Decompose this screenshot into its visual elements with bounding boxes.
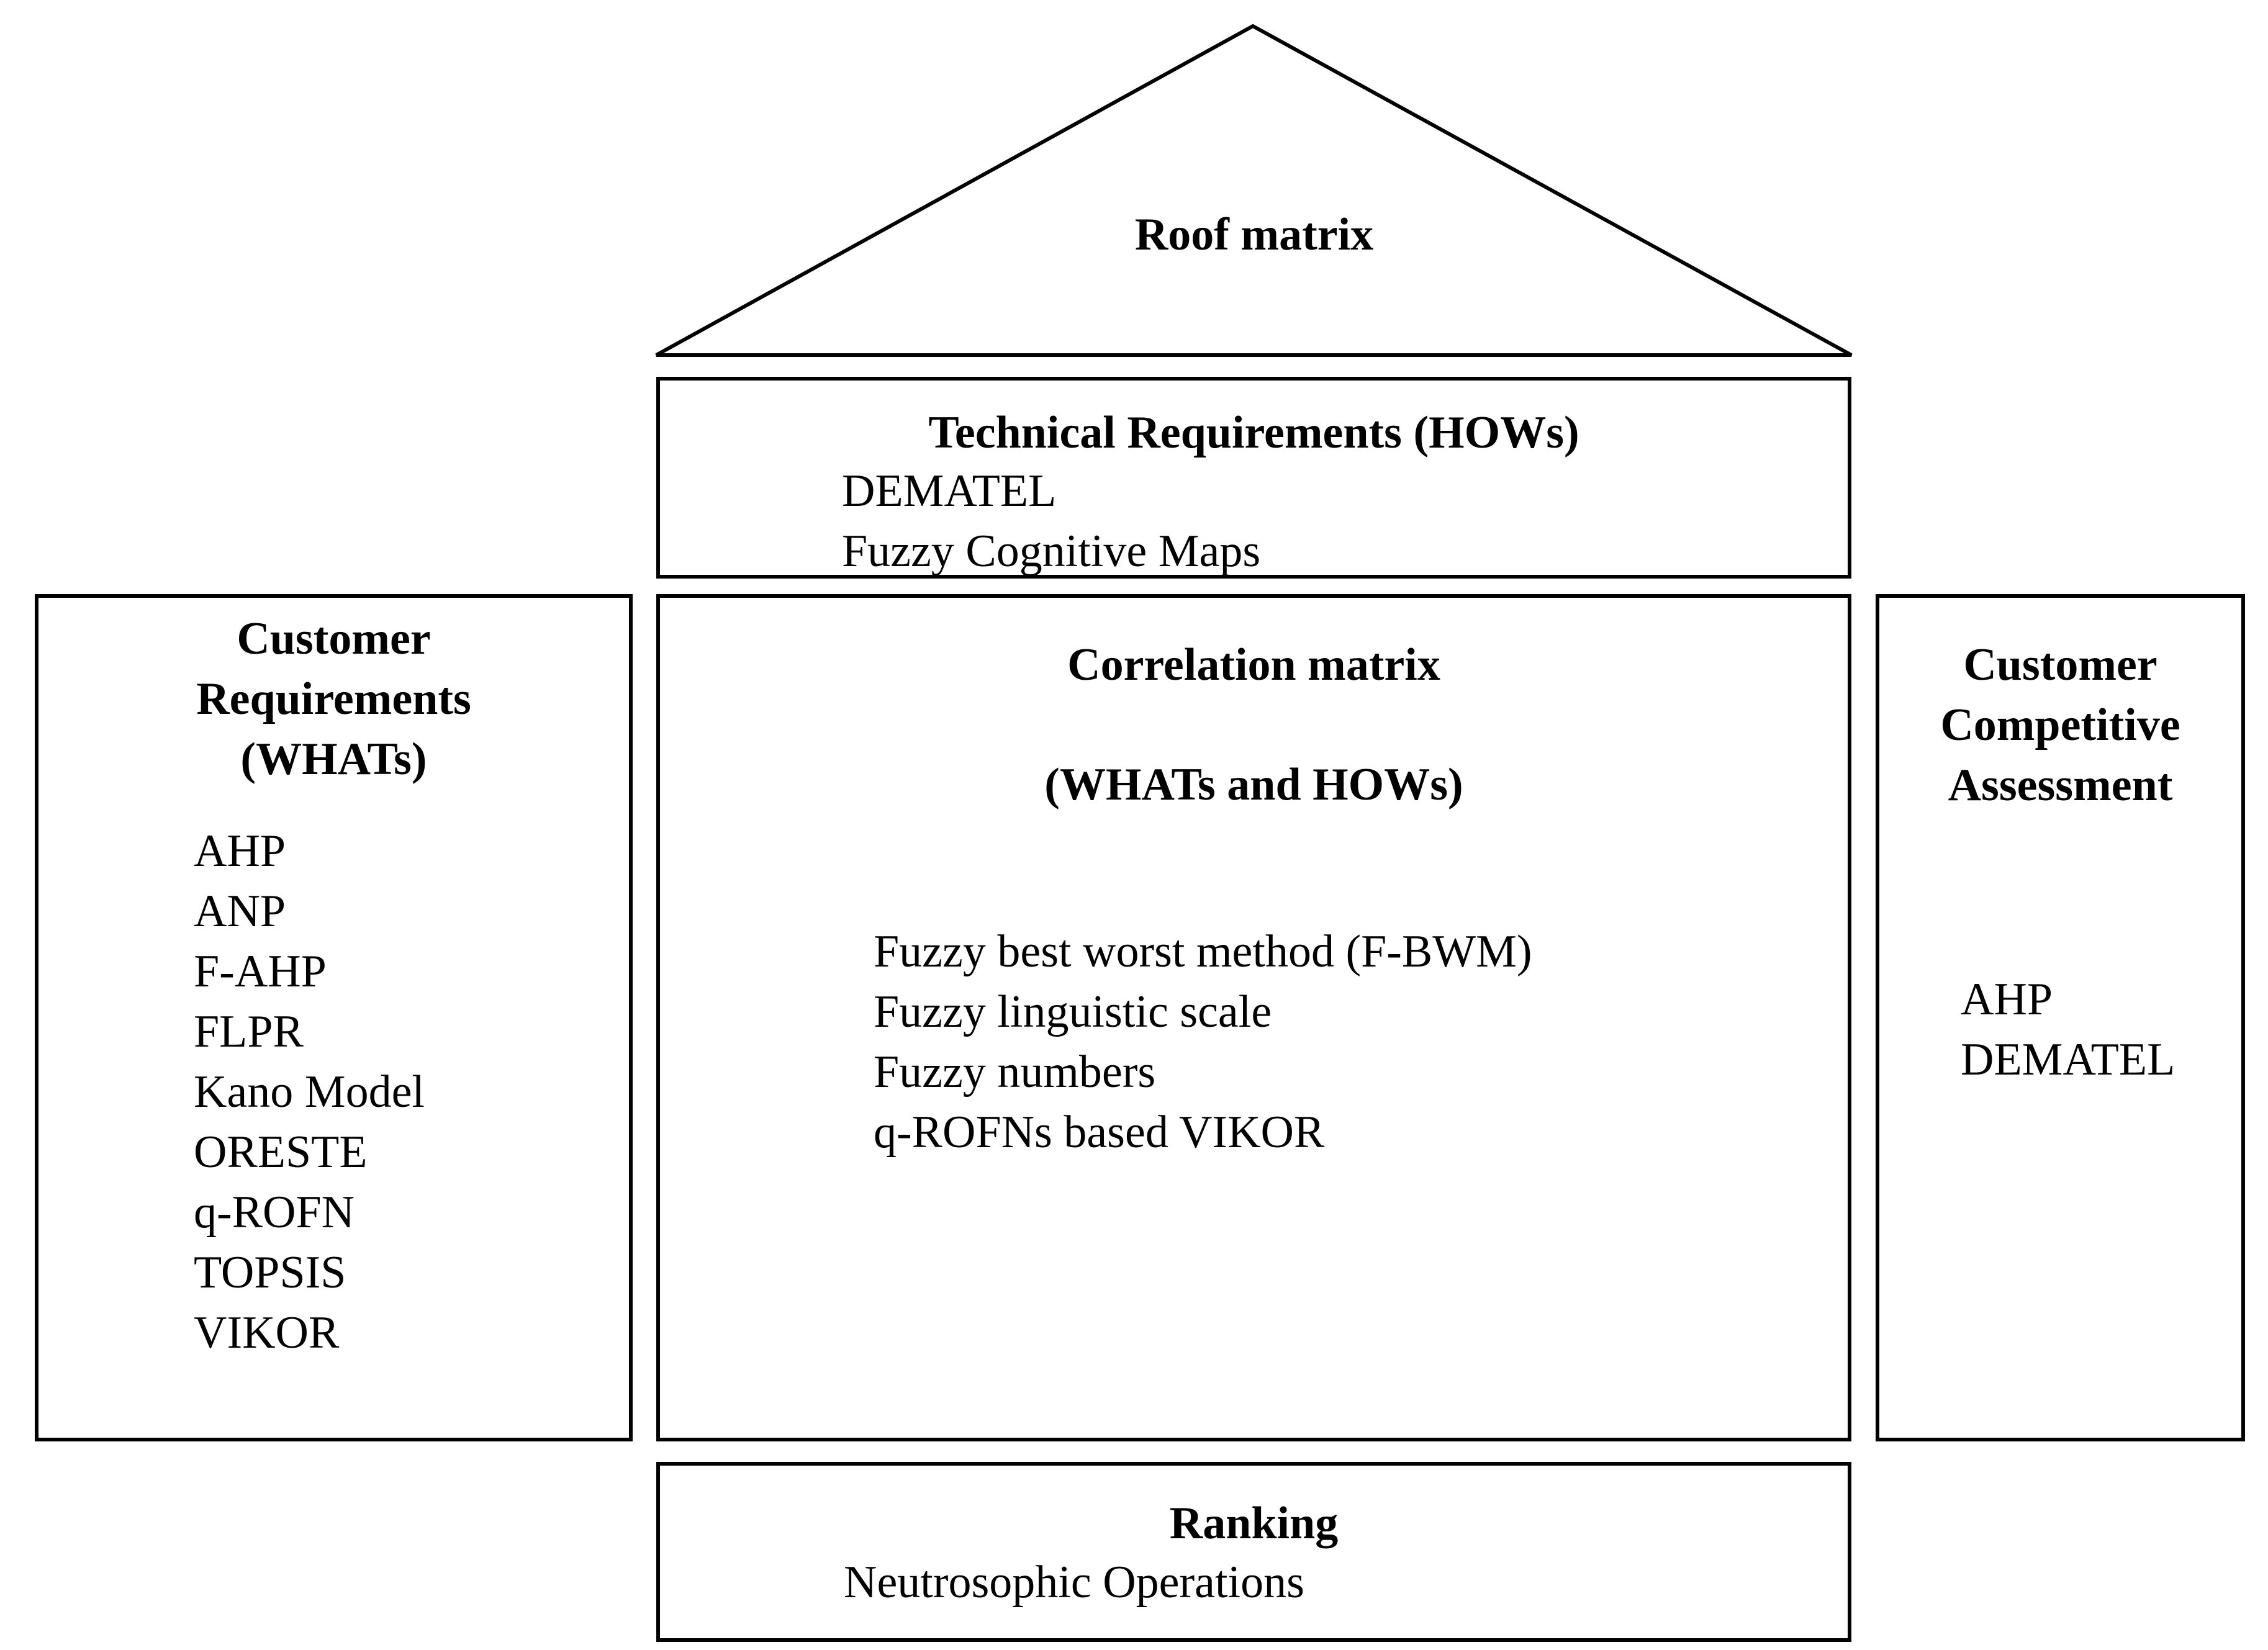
method-item: AHP [1961,974,2053,1025]
competitive-assessment-title-line: Customer [1963,639,2157,690]
method-item: Kano Model [194,1066,425,1117]
customer-requirements-methods: AHP ANP F-AHP FLPR Kano Model ORESTE q-R… [194,821,425,1363]
method-item: Fuzzy Cognitive Maps [842,526,1261,577]
ranking-methods: Neutrosophic Operations [844,1553,1304,1613]
technical-requirements-title: Technical Requirements (HOWs) [928,407,1579,458]
competitive-assessment-box: Customer Competitive Assessment AHP DEMA… [1876,594,2245,1441]
correlation-matrix-box: Correlation matrix (WHATs and HOWs) Fuzz… [656,594,1851,1441]
ranking-box: Ranking Neutrosophic Operations [656,1462,1851,1642]
correlation-matrix-subtitle: (WHATs and HOWs) [1044,759,1463,810]
customer-requirements-title-line: Requirements [196,674,471,724]
competitive-assessment-methods: AHP DEMATEL [1961,970,2175,1090]
method-item: Fuzzy numbers [874,1047,1156,1098]
method-item: FLPR [194,1006,304,1057]
method-item: AHP [194,826,286,877]
method-item: VIKOR [194,1307,340,1358]
method-item: ANP [194,886,286,937]
competitive-assessment-title-line: Competitive [1940,700,2180,751]
method-item: q-ROFNs based VIKOR [874,1107,1325,1158]
customer-requirements-title-line: (WHATs) [240,734,427,785]
customer-requirements-title-line: Customer [237,613,431,664]
method-item: q-ROFN [194,1187,355,1238]
technical-requirements-methods: DEMATEL Fuzzy Cognitive Maps [842,461,1260,582]
roof-matrix-title: Roof matrix [1134,209,1374,260]
method-item: Fuzzy best worst method (F-BWM) [874,926,1532,977]
customer-requirements-box: Customer Requirements (WHATs) AHP ANP F-… [35,594,633,1441]
method-item: DEMATEL [842,466,1057,516]
method-item: Neutrosophic Operations [844,1557,1304,1608]
correlation-matrix-methods: Fuzzy best worst method (F-BWM) Fuzzy li… [874,922,1532,1163]
method-item: DEMATEL [1961,1034,2175,1085]
technical-requirements-box: Technical Requirements (HOWs) DEMATEL Fu… [656,377,1851,579]
roof-triangle [655,24,1853,357]
correlation-matrix-title: Correlation matrix [1067,639,1440,690]
competitive-assessment-title-line: Assessment [1948,760,2173,811]
method-item: ORESTE [194,1127,368,1178]
method-item: TOPSIS [194,1247,346,1298]
method-item: Fuzzy linguistic scale [874,986,1272,1037]
method-item: F-AHP [194,946,327,997]
ranking-title: Ranking [1169,1498,1339,1549]
